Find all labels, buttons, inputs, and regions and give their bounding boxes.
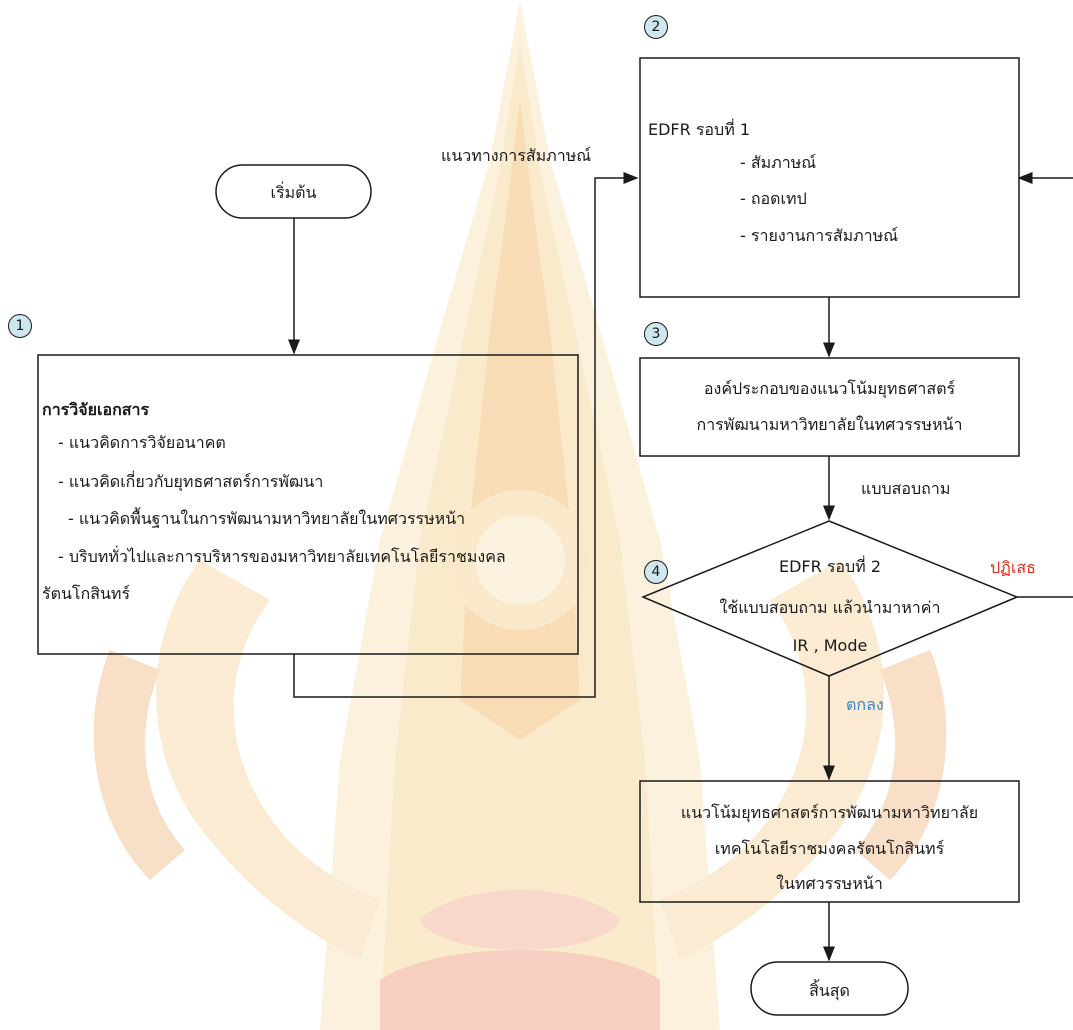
step2-item: - สัมภาษณ์ (740, 153, 817, 172)
step1-box-shape (37, 354, 579, 655)
end-terminal-shape (750, 961, 909, 1016)
step4-line: EDFR รอบที่ 2 (778, 557, 881, 576)
result-box-shape (639, 780, 1020, 903)
edge-step1-to-step2 (293, 172, 639, 698)
result-line: เทคโนโลยีราชมงคลรัตนโกสินทร์ (714, 839, 945, 858)
step3-badge: 3 (644, 322, 668, 346)
step3-line: การพัฒนามหาวิทยาลัยในทศวรรษหน้า (696, 415, 963, 434)
step1-item: - แนวคิดเกี่ยวกับยุทธศาสตร์การพัฒนา (58, 472, 324, 491)
step1-item: - แนวคิดพื้นฐานในการพัฒนามหาวิทยาลัยในทศ… (68, 509, 466, 528)
step1-item: รัตนโกสินทร์ (42, 584, 131, 603)
step2-box-shape (639, 57, 1020, 298)
edge-label-accept: ตกลง (846, 695, 884, 714)
step4-badge: 4 (644, 560, 668, 584)
step1-title: การวิจัยเอกสาร (42, 400, 150, 419)
step1-item: - บริบททั่วไปและการบริหารของมหาวิทยาลัยเ… (58, 547, 506, 566)
step4-decision-shape (641, 520, 1019, 677)
step4-line: ใช้แบบสอบถาม แล้วนำมาหาค่า (719, 598, 941, 617)
step2-item: - ถอดเทป (740, 189, 807, 208)
start-terminal-shape (215, 164, 372, 219)
edge-label-questionnaire: แบบสอบถาม (861, 479, 951, 498)
edge-label-reject: ปฏิเสธ (990, 558, 1036, 577)
step3-box-shape (639, 357, 1020, 457)
step2-item: - รายงานการสัมภาษณ์ (740, 226, 899, 245)
step2-badge: 2 (644, 15, 668, 39)
step2-title: EDFR รอบที่ 1 (648, 120, 751, 139)
step1-item: - แนวคิดการวิจัยอนาคต (58, 433, 226, 452)
step4-line: IR , Mode (792, 636, 868, 655)
result-line: แนวโน้มยุทธศาสตร์การพัฒนามหาวิทยาลัย (680, 803, 979, 822)
step3-line: องค์ประกอบของแนวโน้มยุทธศาสตร์ (703, 379, 956, 398)
result-line: ในทศวรรษหน้า (776, 874, 883, 893)
end-terminal-label: สิ้นสุด (809, 981, 850, 1000)
start-terminal-label: เริ่มต้น (270, 183, 317, 202)
emblem-watermark (93, 0, 947, 1030)
edge-label-interview-guide: แนวทางการสัมภาษณ์ (441, 146, 592, 165)
step1-badge: 1 (8, 314, 32, 338)
